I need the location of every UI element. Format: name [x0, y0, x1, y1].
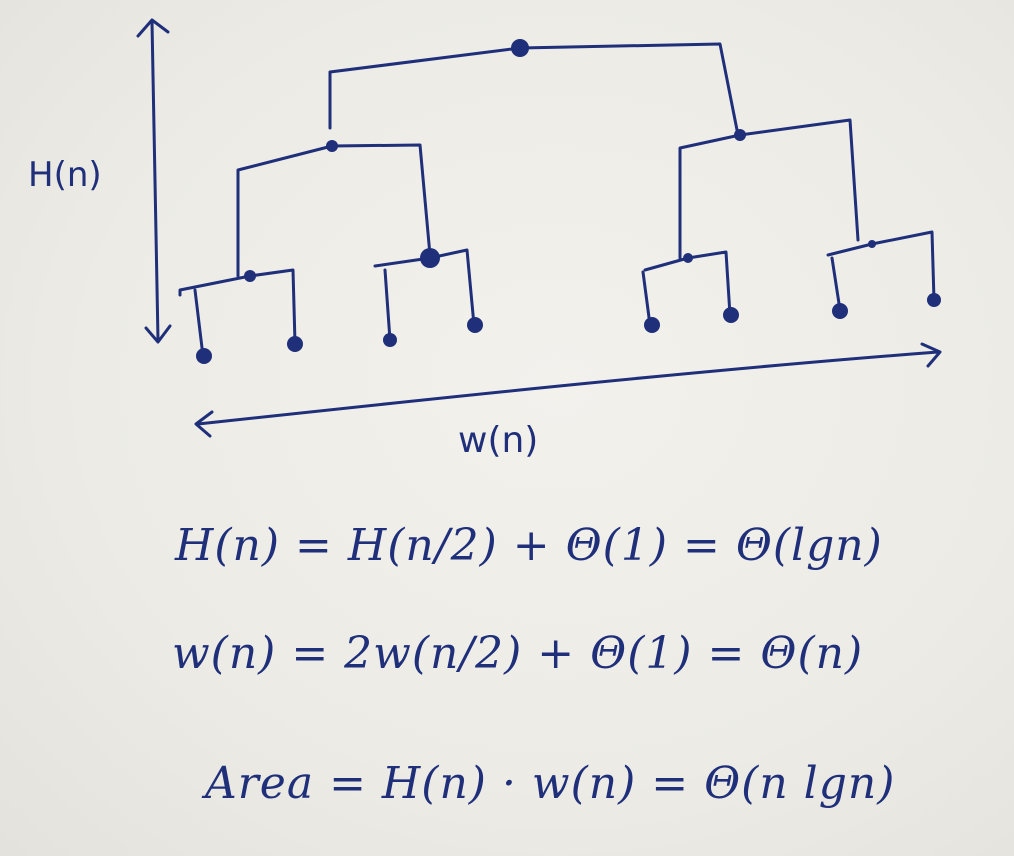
leaf-node: [196, 348, 212, 364]
group-3-left-leaf-edge: [641, 270, 652, 327]
height-label: H(n): [28, 155, 102, 195]
left-subtree-edges: [236, 143, 432, 278]
group-3-edges: [643, 250, 732, 317]
group-4-left-leaf-edge: [830, 256, 842, 312]
width-recurrence: w(n) = 2w(n/2) + Θ(1) = Θ(n): [172, 628, 864, 679]
height-arrow-shaft: [150, 20, 160, 342]
leaf-node: [383, 333, 397, 347]
group-4-edges: [826, 230, 936, 302]
leaf-node: [927, 293, 941, 307]
height-arrow-bottom-head: [144, 324, 172, 344]
height-recurrence: H(n) = H(n/2) + Θ(1) = Θ(lgn): [175, 520, 883, 571]
root-edge-left: [328, 46, 522, 130]
internal-node: [326, 140, 338, 152]
width-arrow-right-head: [920, 342, 942, 368]
root-node: [511, 39, 529, 57]
group-2-left-leaf-edge: [383, 268, 392, 342]
internal-node: [420, 248, 440, 268]
internal-node: [244, 270, 256, 282]
height-arrow-top-head: [136, 18, 170, 38]
area-equation: Area = H(n) · w(n) = Θ(n lgn): [205, 758, 896, 809]
group-1-left-leaf-edge: [193, 288, 205, 358]
root-edge-right: [518, 42, 740, 137]
leaf-node: [644, 317, 660, 333]
leaf-node: [723, 307, 739, 323]
group-2-edges: [373, 248, 476, 327]
width-label: w(n): [458, 420, 538, 461]
right-subtree-edges: [678, 118, 860, 260]
width-arrow-left-head: [194, 410, 214, 438]
leaf-node: [467, 317, 483, 333]
leaf-node: [832, 303, 848, 319]
tree-edges: [136, 18, 942, 438]
binary-tree-diagram: H(n) w(n): [28, 18, 942, 461]
leaf-node: [287, 336, 303, 352]
internal-node: [868, 240, 876, 248]
internal-node: [734, 129, 746, 141]
internal-node: [683, 253, 693, 263]
tree-nodes: [196, 39, 941, 364]
width-arrow-shaft: [196, 350, 940, 426]
